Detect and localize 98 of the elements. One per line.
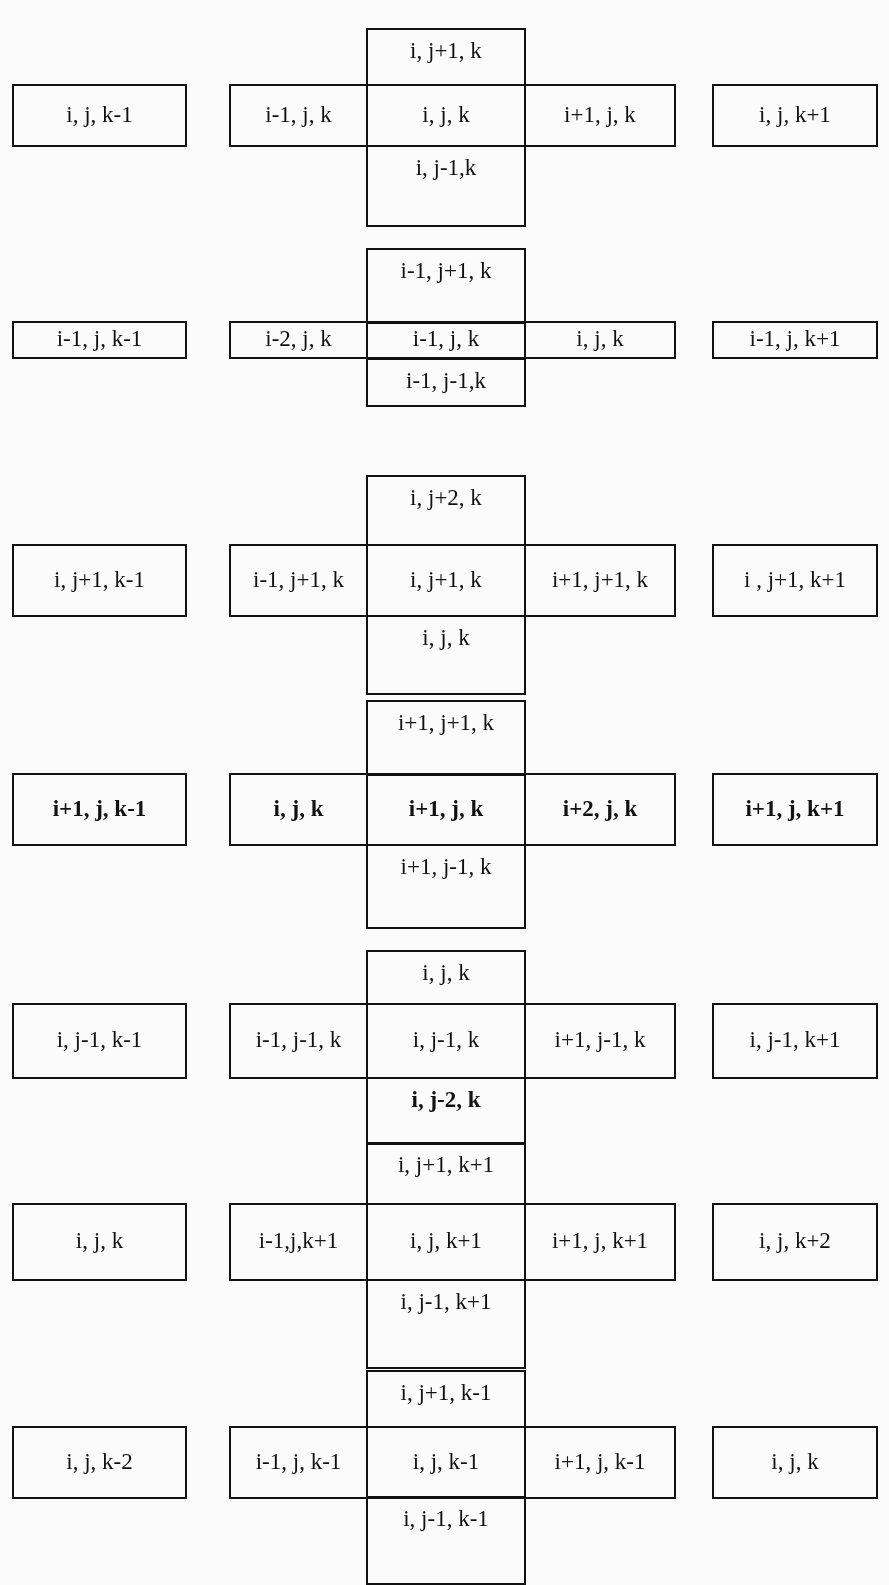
cell-label: i+1, j, k	[407, 796, 485, 822]
grid-cell-box	[12, 544, 187, 617]
cell-label: i+1, j, k-1	[51, 796, 148, 822]
cell-label: i, j, k	[421, 960, 471, 986]
cell-label: i, j, k+1	[758, 102, 832, 128]
grid-cell-box	[229, 321, 366, 359]
grid-cell-box	[712, 1203, 878, 1281]
grid-cell-box	[229, 773, 366, 846]
cell-label: i, j, k+1	[409, 1228, 483, 1254]
cell-label: i, j, k-2	[65, 1449, 134, 1475]
grid-cell-box	[366, 544, 526, 617]
cell-label: i, j, k	[421, 102, 471, 128]
grid-cell-box	[366, 321, 526, 359]
grid-cell-box	[712, 84, 878, 147]
cell-label: i+1, j, k-1	[553, 1449, 647, 1475]
cell-label: i, j+1, k+1	[396, 1152, 496, 1178]
cell-label: i-1, j-1,k	[405, 368, 487, 394]
grid-cell-box	[366, 1426, 526, 1499]
grid-cell-box	[366, 1496, 526, 1585]
grid-cell-box	[366, 700, 526, 776]
cell-label: i, j, k-1	[411, 1449, 481, 1475]
cell-label: i+2, j, k	[561, 796, 639, 822]
grid-cell-box	[229, 544, 366, 617]
cell-label: i, j, k	[74, 1228, 125, 1254]
grid-cell-box	[366, 1370, 526, 1428]
cell-label: i, j+1, k-1	[53, 567, 146, 593]
cell-label: i, j, k	[421, 625, 471, 651]
grid-cell-box	[366, 1077, 526, 1145]
cell-label: i+1, j+1, k	[396, 710, 496, 736]
grid-cell-box	[526, 1203, 676, 1281]
cell-label: i-1, j, k	[411, 326, 481, 352]
cell-label: i, j+1, k-1	[399, 1380, 493, 1406]
cell-label: i+1, j, k+1	[744, 796, 846, 822]
grid-cell-box	[366, 844, 526, 929]
cell-label: i, j, k+2	[758, 1228, 832, 1254]
grid-cell-box	[229, 1003, 366, 1079]
grid-cell-box	[366, 248, 526, 324]
cell-label: i-1, j-1, k	[254, 1027, 343, 1053]
cell-label: i-2, j, k	[264, 326, 333, 352]
grid-cell-box	[366, 28, 526, 86]
cell-label: i, j, k	[575, 326, 625, 352]
grid-cell-box	[12, 1003, 187, 1079]
grid-cell-box	[526, 84, 676, 147]
cell-label: i-1,j,k+1	[257, 1228, 340, 1254]
grid-cell-box	[12, 1203, 187, 1281]
cell-label: i-1, j+1, k	[252, 567, 345, 593]
cell-label: i+1, j, k	[563, 102, 637, 128]
grid-cell-box	[366, 1279, 526, 1369]
cell-label: i-1, j+1, k	[399, 258, 493, 284]
grid-cell-box	[12, 321, 187, 359]
cell-label: i, j-1, k+1	[399, 1289, 493, 1315]
cell-label: i, j, k	[272, 796, 325, 822]
cell-label: i-1, j, k	[264, 102, 333, 128]
grid-cell-box	[366, 475, 526, 546]
grid-cell-box	[12, 84, 187, 147]
grid-cell-box	[12, 1426, 187, 1499]
grid-cell-box	[526, 321, 676, 359]
cell-label: i, j-1,k	[414, 155, 478, 181]
cell-label: i, j-1, k	[411, 1027, 481, 1053]
cell-label: i, j, k-1	[65, 102, 134, 128]
cell-label: i+1, j-1, k	[553, 1027, 647, 1053]
grid-cell-box	[526, 773, 676, 846]
grid-cell-box	[366, 358, 526, 407]
grid-cell-box	[712, 321, 878, 359]
cell-label: i+1, j-1, k	[399, 854, 493, 880]
cell-label: i, j, k	[770, 1449, 820, 1475]
grid-cell-box	[366, 773, 526, 846]
grid-cell-box	[712, 544, 878, 617]
grid-cell-box	[366, 1003, 526, 1079]
grid-cell-box	[712, 773, 878, 846]
grid-cell-box	[526, 1426, 676, 1499]
cell-label: i, j-2, k	[410, 1087, 482, 1113]
grid-cell-box	[229, 1426, 366, 1499]
grid-cell-box	[526, 544, 676, 617]
cell-label: i, j-1, k-1	[402, 1506, 490, 1532]
cell-label: i, j-1, k+1	[748, 1027, 842, 1053]
cell-label: i-1, j, k+1	[748, 326, 842, 352]
grid-cell-box	[712, 1003, 878, 1079]
cell-label: i-1, j, k-1	[55, 326, 144, 352]
cell-label: i-1, j, k-1	[254, 1449, 343, 1475]
grid-cell-box	[366, 1203, 526, 1281]
grid-cell-box	[526, 1003, 676, 1079]
grid-cell-box	[366, 1142, 526, 1205]
grid-cell-box	[712, 1426, 878, 1499]
cell-label: i, j+1, k	[409, 38, 483, 64]
grid-cell-box	[366, 950, 526, 1005]
cell-label: i, j+1, k	[409, 567, 483, 593]
grid-cell-box	[229, 1203, 366, 1281]
cell-label: i, j+2, k	[409, 485, 483, 511]
cell-label: i, j-1, k-1	[55, 1027, 144, 1053]
grid-cell-box	[366, 145, 526, 227]
cell-label: i+1, j, k+1	[550, 1228, 650, 1254]
grid-cell-box	[366, 84, 526, 147]
grid-cell-box	[12, 773, 187, 846]
cell-label: i , j+1, k+1	[743, 567, 847, 593]
cell-label: i+1, j+1, k	[550, 567, 650, 593]
grid-cell-box	[366, 615, 526, 695]
grid-cell-box	[229, 84, 366, 147]
